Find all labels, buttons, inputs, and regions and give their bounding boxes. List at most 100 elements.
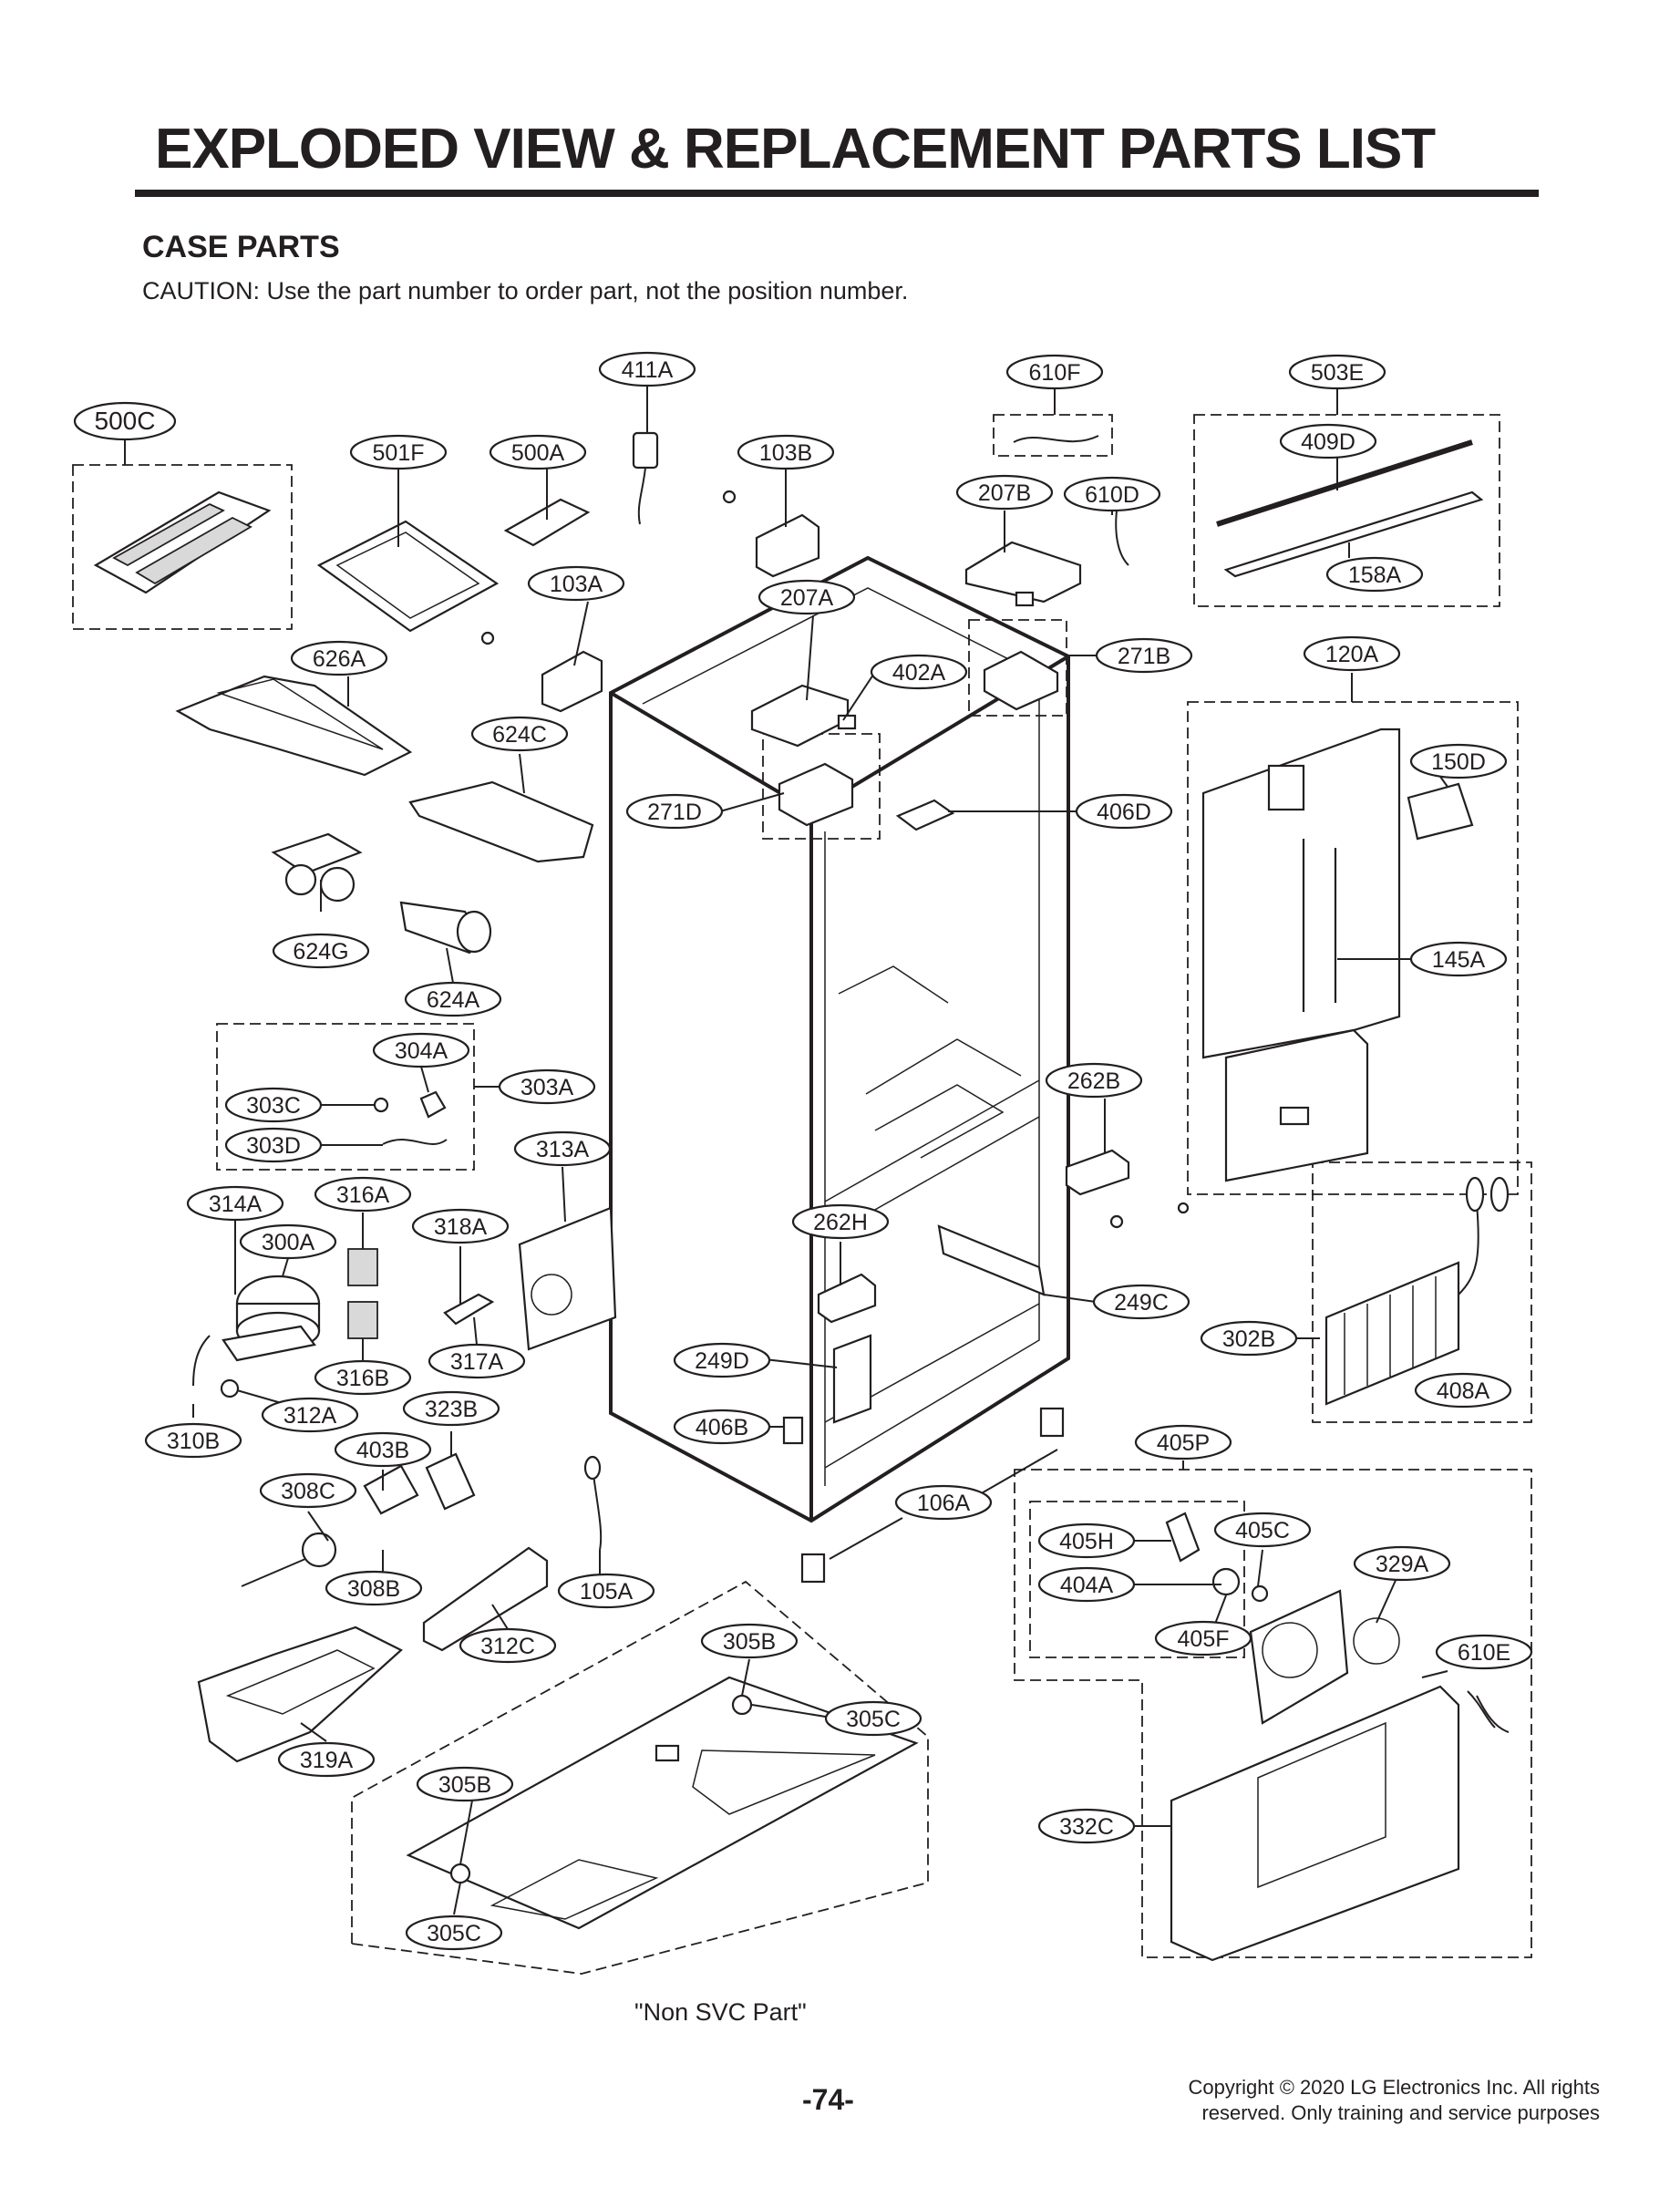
callout-105A: 105A (557, 1573, 655, 1609)
callout-319A: 319A (277, 1741, 376, 1778)
svg-text:304A: 304A (395, 1038, 448, 1064)
callout-271B: 271B (1095, 637, 1193, 674)
copyright-notice: Copyright © 2020 LG Electronics Inc. All… (1048, 2075, 1600, 2126)
svg-text:316B: 316B (336, 1366, 389, 1391)
callout-411A: 411A (598, 351, 696, 387)
callout-labels: 411A 610F 503E 500C 501F 500A 103B 409D … (73, 351, 1533, 1951)
svg-text:323B: 323B (425, 1397, 478, 1422)
svg-text:318A: 318A (434, 1214, 488, 1240)
frame-305b (351, 1580, 929, 1975)
callout-300A: 300A (239, 1223, 337, 1260)
callout-314A: 314A (186, 1185, 284, 1222)
callout-103B: 103B (737, 434, 835, 470)
page-number: -74- (802, 2083, 854, 2116)
svg-text:404A: 404A (1060, 1573, 1114, 1598)
svg-text:406D: 406D (1097, 800, 1151, 825)
svg-text:305C: 305C (846, 1707, 901, 1732)
callout-316A: 316A (314, 1176, 412, 1213)
callout-262H: 262H (791, 1203, 890, 1240)
svg-text:302B: 302B (1222, 1326, 1275, 1352)
callout-302B: 302B (1200, 1320, 1298, 1357)
callout-120A: 120A (1303, 635, 1401, 672)
svg-text:624C: 624C (492, 722, 547, 748)
callout-106A: 106A (894, 1484, 993, 1521)
svg-text:249C: 249C (1114, 1290, 1169, 1316)
svg-text:300A: 300A (262, 1230, 315, 1255)
callout-500C: 500C (73, 401, 177, 441)
svg-text:408A: 408A (1437, 1378, 1490, 1404)
callout-610F: 610F (1005, 354, 1104, 390)
callout-207B: 207B (955, 474, 1054, 511)
callout-103A: 103A (527, 565, 625, 602)
callout-207A: 207A (758, 579, 856, 615)
svg-text:500C: 500C (95, 407, 156, 435)
svg-text:314A: 314A (209, 1192, 263, 1217)
svg-text:316A: 316A (336, 1182, 390, 1208)
svg-text:145A: 145A (1432, 947, 1486, 973)
callout-406B: 406B (673, 1409, 771, 1445)
copyright-line-2: reserved. Only training and service purp… (1201, 2101, 1600, 2124)
callout-150D: 150D (1409, 743, 1508, 779)
callout-323B: 323B (402, 1390, 500, 1427)
svg-text:626A: 626A (313, 646, 366, 672)
part-drawings (93, 431, 1510, 1962)
frame-405p-inner (1029, 1501, 1245, 1658)
callout-402A: 402A (870, 654, 968, 690)
callout-332C: 332C (1037, 1808, 1136, 1844)
svg-text:305B: 305B (438, 1772, 491, 1798)
svg-text:105A: 105A (580, 1579, 634, 1605)
svg-text:501F: 501F (373, 440, 425, 466)
callout-317A: 317A (428, 1343, 526, 1379)
callout-308C: 308C (259, 1472, 357, 1509)
frame-302b (1312, 1161, 1532, 1423)
svg-text:308C: 308C (281, 1479, 335, 1504)
callout-305B-upper: 305B (700, 1623, 799, 1659)
svg-text:305B: 305B (723, 1629, 776, 1655)
callout-624G: 624G (272, 933, 370, 969)
callout-624C: 624C (470, 716, 569, 752)
svg-text:610D: 610D (1085, 482, 1139, 508)
callout-305C-lower: 305C (405, 1914, 503, 1951)
callout-405C: 405C (1213, 1512, 1312, 1548)
title-rule (135, 190, 1539, 197)
callout-404A: 404A (1037, 1566, 1136, 1603)
svg-text:207A: 207A (780, 585, 834, 611)
callout-312C: 312C (459, 1627, 557, 1664)
callout-313A: 313A (513, 1130, 612, 1167)
callout-610D: 610D (1063, 476, 1161, 512)
frame-303a (216, 1023, 475, 1171)
frame-503e (1193, 414, 1500, 607)
svg-text:403B: 403B (356, 1438, 409, 1463)
svg-text:406B: 406B (696, 1415, 748, 1440)
svg-text:303D: 303D (246, 1133, 301, 1159)
leader-lines (124, 385, 1450, 1915)
callout-303D: 303D (224, 1127, 323, 1163)
callout-403B: 403B (334, 1431, 432, 1468)
group-frames (72, 414, 1532, 1975)
callout-318A: 318A (411, 1208, 510, 1244)
svg-text:120A: 120A (1325, 642, 1379, 667)
svg-text:313A: 313A (536, 1137, 590, 1162)
frame-120a (1187, 701, 1519, 1195)
callout-249D: 249D (673, 1342, 771, 1378)
frame-271b (968, 619, 1067, 717)
callout-303C: 303C (224, 1087, 323, 1123)
caution-text: CAUTION: Use the part number to order pa… (142, 277, 909, 304)
svg-text:405H: 405H (1059, 1529, 1114, 1554)
svg-text:319A: 319A (300, 1748, 354, 1773)
callout-316B: 316B (314, 1359, 412, 1396)
svg-text:207B: 207B (978, 480, 1031, 506)
callout-145A: 145A (1409, 941, 1508, 977)
callout-303A: 303A (498, 1068, 596, 1105)
callout-501F: 501F (349, 434, 448, 470)
svg-text:332C: 332C (1059, 1814, 1114, 1840)
callout-405F: 405F (1154, 1620, 1252, 1656)
svg-text:405C: 405C (1235, 1518, 1290, 1543)
svg-text:158A: 158A (1348, 562, 1402, 588)
svg-text:624A: 624A (427, 987, 480, 1013)
copyright-line-1: Copyright © 2020 LG Electronics Inc. All… (1188, 2076, 1600, 2099)
svg-text:402A: 402A (892, 660, 946, 686)
svg-text:405F: 405F (1178, 1626, 1230, 1652)
frame-500c (72, 464, 293, 630)
svg-text:624G: 624G (293, 939, 348, 965)
